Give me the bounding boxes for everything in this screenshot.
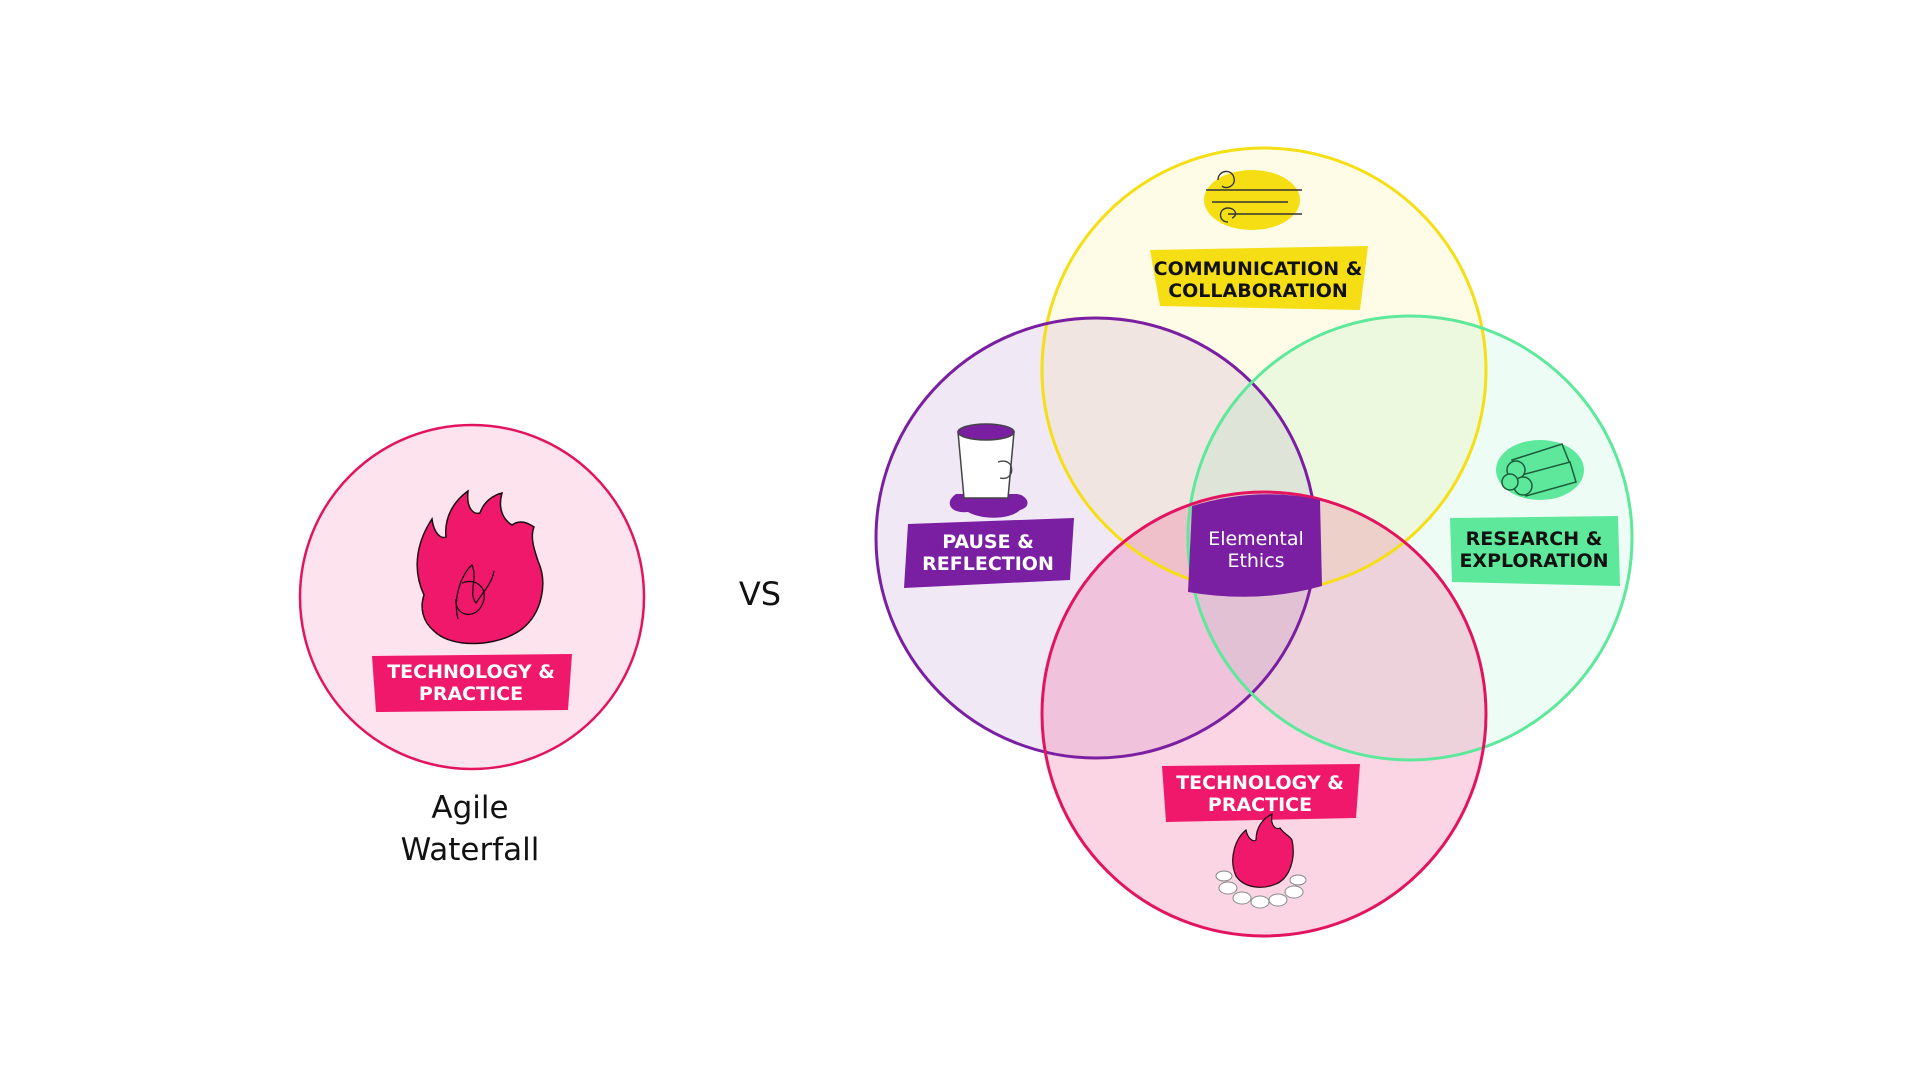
pink-label-line1: TECHNOLOGY & <box>1176 772 1344 794</box>
center-line1: Elemental <box>1208 528 1304 550</box>
green-label-line1: RESEARCH & <box>1466 528 1603 550</box>
wind-icon <box>1204 170 1302 230</box>
logs-icon <box>1496 440 1584 500</box>
center-elemental-ethics: Elemental Ethics <box>1188 494 1322 597</box>
yellow-label-line1: COMMUNICATION & <box>1154 258 1363 280</box>
left-badge-line2: PRACTICE <box>419 683 523 705</box>
vs-label: VS <box>739 575 781 613</box>
purple-label: PAUSE & REFLECTION <box>904 518 1074 588</box>
caption-line2: Waterfall <box>401 832 540 868</box>
campfire-icon <box>1215 812 1307 909</box>
purple-label-line2: REFLECTION <box>922 553 1054 575</box>
yellow-label: COMMUNICATION & COLLABORATION <box>1150 246 1368 310</box>
fire-icon <box>416 489 544 645</box>
green-circle-outline <box>1186 314 1634 762</box>
center-line2: Ethics <box>1227 550 1284 572</box>
pink-label-line2: PRACTICE <box>1208 794 1312 816</box>
green-label: RESEARCH & EXPLORATION <box>1450 516 1620 586</box>
caption-line1: Agile <box>431 790 508 826</box>
left-badge-line1: TECHNOLOGY & <box>387 661 555 683</box>
purple-label-line1: PAUSE & <box>942 531 1034 553</box>
bucket-icon <box>949 423 1028 518</box>
left-technology-badge: TECHNOLOGY & PRACTICE <box>372 654 572 712</box>
pink-label: TECHNOLOGY & PRACTICE <box>1162 764 1360 822</box>
pink-circle-outline <box>1040 490 1488 938</box>
agile-waterfall-group: TECHNOLOGY & PRACTICE Agile Waterfall <box>298 423 646 868</box>
green-label-line2: EXPLORATION <box>1459 550 1608 572</box>
venn-diagram: Elemental Ethics COMMUNICATION & COLLABO… <box>874 146 1634 938</box>
yellow-label-line2: COLLABORATION <box>1168 280 1348 302</box>
pink-circle <box>1042 492 1486 936</box>
